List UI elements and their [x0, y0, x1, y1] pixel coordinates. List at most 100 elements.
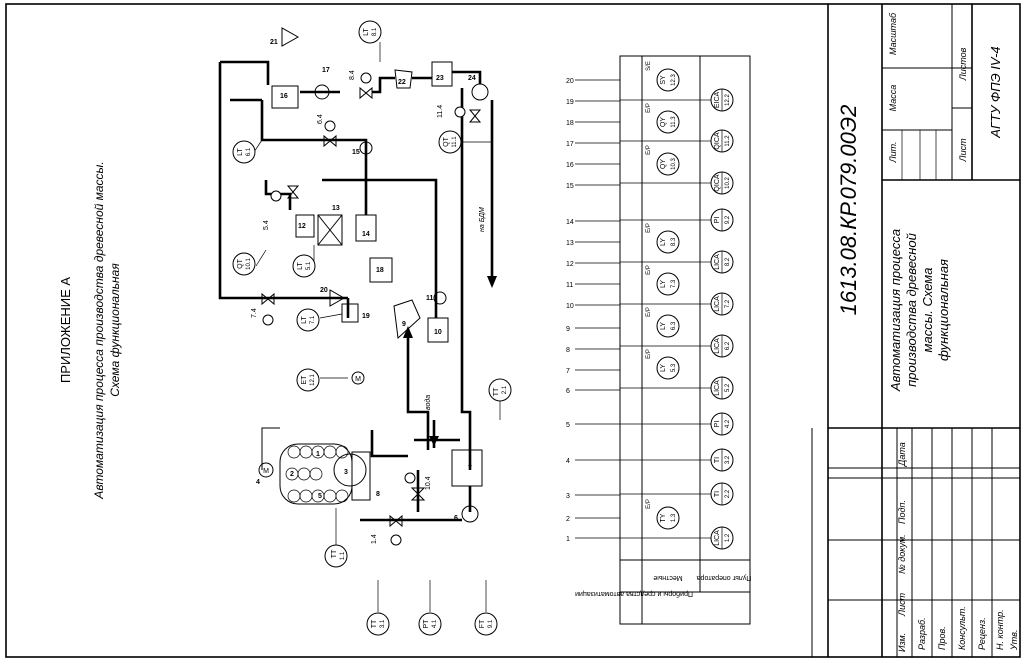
- appendix-title: ПРИЛОЖЕНИЕ А: [58, 277, 73, 383]
- svg-text:5.3: 5.3: [671, 363, 677, 372]
- process-scheme: M T: [218, 20, 512, 636]
- tank-16: [271, 85, 299, 109]
- svg-text:6: 6: [454, 515, 458, 522]
- svg-text:5.1: 5.1: [306, 261, 312, 270]
- svg-text:4.1: 4.1: [432, 619, 438, 628]
- stamp-roles: Разраб. Пров. Консульт. Реценз. Н. контр…: [917, 606, 1019, 651]
- pipeline-8: [370, 430, 408, 458]
- svg-text:6.4: 6.4: [317, 114, 324, 124]
- svg-text:TI: TI: [714, 457, 721, 463]
- grinder-rollers: [285, 445, 349, 503]
- signal-lines: [575, 79, 620, 539]
- signal-line-number: 5: [566, 422, 570, 429]
- svg-text:PI: PI: [714, 217, 721, 224]
- svg-text:функциональная: функциональная: [936, 259, 951, 361]
- tank-10: [427, 317, 449, 343]
- svg-text:Разраб.: Разраб.: [917, 617, 927, 650]
- valve-7-4: [261, 292, 275, 306]
- svg-text:7.4: 7.4: [251, 308, 258, 318]
- svg-text:2.2: 2.2: [725, 489, 731, 498]
- svg-text:8.2: 8.2: [725, 257, 731, 266]
- pipeline-left-vertical: [218, 62, 262, 300]
- svg-text:24: 24: [468, 75, 476, 82]
- col-sheet: Лист: [958, 138, 968, 163]
- signal-line-number: 12: [566, 261, 574, 268]
- svg-text:7.2: 7.2: [725, 299, 731, 308]
- doc-code: 1613.08.КР.079.00Э2: [836, 105, 861, 316]
- svg-text:LY: LY: [660, 322, 667, 330]
- svg-text:9: 9: [402, 321, 406, 328]
- svg-text:8.4: 8.4: [349, 70, 356, 80]
- instrument-pt-4-1: PT 4.1: [418, 580, 442, 636]
- svg-text:1.4: 1.4: [371, 534, 378, 544]
- signal-line-number: 11: [566, 282, 573, 289]
- svg-text:1.1: 1.1: [340, 551, 346, 560]
- instrument-lt-7-1: LT 7.1: [296, 308, 343, 332]
- svg-text:15: 15: [352, 149, 360, 156]
- svg-text:7: 7: [468, 465, 472, 472]
- svg-text:6.1: 6.1: [246, 147, 252, 156]
- pump-17: [314, 84, 330, 100]
- svg-text:6.2: 6.2: [725, 341, 731, 350]
- svg-text:12: 12: [298, 223, 306, 230]
- svg-text:FT: FT: [479, 619, 486, 628]
- svg-text:2.1: 2.1: [502, 385, 508, 394]
- motor-link: [261, 427, 280, 470]
- pipeline-top: [220, 60, 270, 85]
- svg-text:2: 2: [290, 471, 294, 478]
- svg-text:5.4: 5.4: [263, 220, 270, 230]
- pump-6: [461, 505, 479, 523]
- legend-header: Приборы и средства автоматизации: [575, 590, 693, 598]
- svg-text:LICA: LICA: [714, 380, 721, 396]
- col-lit: Лит.: [888, 141, 898, 163]
- svg-text:QY: QY: [660, 159, 667, 169]
- tank-18: [369, 257, 393, 283]
- appendix-heading: ПРИЛОЖЕНИЕ А Автоматизация процесса прои…: [58, 161, 122, 499]
- signal-line-number: 18: [566, 120, 574, 127]
- tank-19: [341, 303, 359, 323]
- svg-text:Реценз.: Реценз.: [977, 617, 987, 650]
- signal-line-number: 20: [566, 78, 574, 85]
- svg-text:Е/Р: Е/Р: [646, 499, 652, 509]
- legend-panel: Пульт оператора: [697, 574, 752, 581]
- svg-text:1.2: 1.2: [725, 533, 731, 542]
- valve-6-4: [323, 134, 337, 148]
- svg-text:S/E: S/E: [646, 61, 652, 71]
- svg-text:Е/Р: Е/Р: [646, 265, 652, 275]
- instrument-et-12-1: ET 12.1: [296, 368, 348, 392]
- svg-text:Е/Р: Е/Р: [646, 349, 652, 359]
- svg-text:Е/Р: Е/Р: [646, 145, 652, 155]
- svg-text:LICA: LICA: [714, 530, 721, 546]
- svg-text:LY: LY: [660, 364, 667, 372]
- svg-text:17: 17: [322, 67, 330, 74]
- svg-text:LT: LT: [237, 147, 244, 155]
- svg-text:Дата: Дата: [897, 442, 907, 467]
- svg-text:QY: QY: [660, 117, 667, 127]
- pipeline-22: [372, 76, 395, 94]
- col-sheets: Листов: [958, 47, 968, 81]
- svg-text:20: 20: [320, 287, 328, 294]
- motor-label: M: [263, 468, 269, 475]
- pump-21: [281, 27, 300, 47]
- svg-text:10: 10: [434, 329, 442, 336]
- signal-line-number: 8: [566, 347, 570, 354]
- screen-9: [393, 299, 421, 340]
- svg-text:14: 14: [362, 231, 370, 238]
- instrument-lt-5-1: LT 5.1: [292, 245, 316, 278]
- svg-text:TT: TT: [331, 549, 338, 558]
- signal-line-number: 14: [566, 219, 574, 226]
- svg-text:Утв.: Утв.: [1009, 630, 1019, 651]
- appendix-subtitle-line1: Автоматизация процесса производства древ…: [92, 161, 106, 499]
- col-mass: Масса: [888, 85, 898, 112]
- svg-text:1.3: 1.3: [671, 513, 677, 522]
- equipment-numbers: 1 2 3 4 5 6 7 8 9 10 11 12 13 14 15 16 1…: [256, 39, 476, 522]
- svg-text:12.3: 12.3: [671, 74, 677, 86]
- stamp-row-headers: Изм. Лист № докум. Подп. Дата: [897, 442, 907, 652]
- svg-text:16: 16: [280, 93, 288, 100]
- svg-text:LICA: LICA: [714, 338, 721, 354]
- svg-text:19: 19: [362, 313, 370, 320]
- svg-text:LT: LT: [301, 315, 308, 323]
